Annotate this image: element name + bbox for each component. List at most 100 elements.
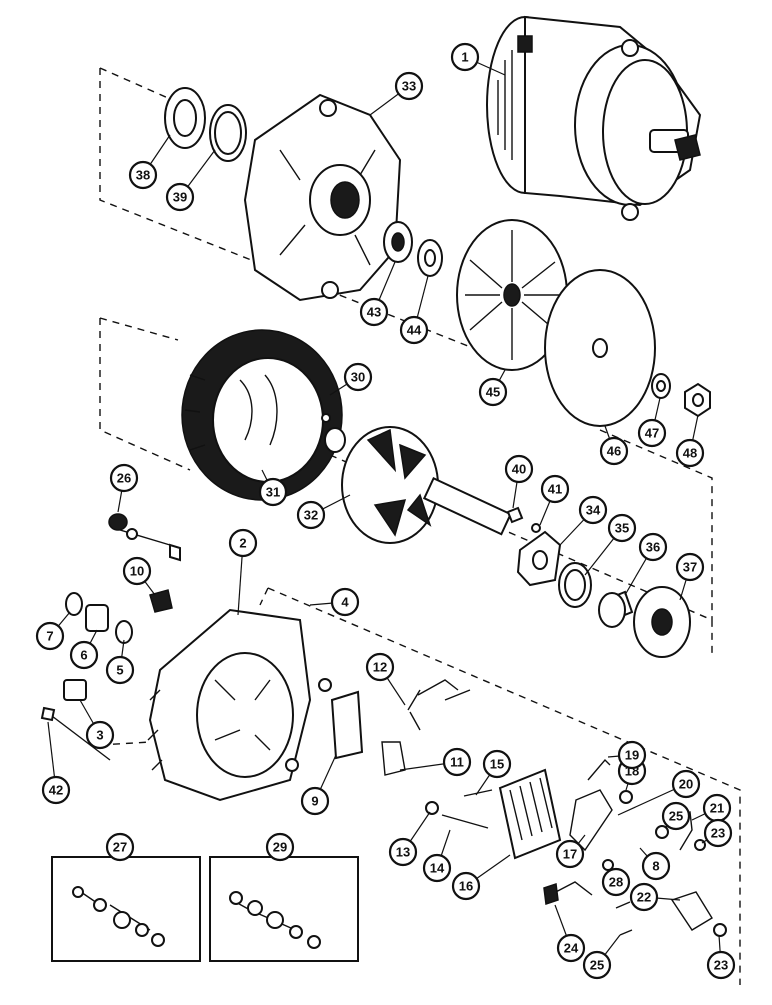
callout-circle [394, 71, 424, 101]
callout-circle [109, 463, 139, 493]
callout-number: 40 [512, 462, 526, 477]
callout-c1: 1 [450, 42, 480, 72]
callout-c23b: 23 [706, 950, 736, 980]
callout-c3: 3 [85, 720, 115, 750]
callout-circle [638, 532, 668, 562]
callout-circle [675, 552, 705, 582]
callout-c13: 13 [388, 837, 418, 867]
callout-c12: 12 [365, 652, 395, 682]
terminal-and-hardware [40, 513, 181, 761]
callout-c20: 20 [671, 769, 701, 799]
callout-number: 44 [407, 323, 422, 338]
callout-number: 26 [117, 471, 131, 486]
callout-number: 2 [239, 536, 246, 551]
callout-c28: 28 [601, 867, 631, 897]
callout-circle [601, 867, 631, 897]
callout-circle [641, 851, 671, 881]
callout-number: 43 [367, 305, 381, 320]
callout-c40: 40 [504, 454, 534, 484]
callout-number: 24 [564, 941, 579, 956]
callout-number: 12 [373, 660, 387, 675]
callout-c22: 22 [629, 882, 659, 912]
callout-circle [258, 477, 288, 507]
callout-c11: 11 [442, 747, 472, 777]
callout-circle [41, 775, 71, 805]
callout-c19: 19 [617, 740, 647, 770]
callout-number: 8 [652, 859, 659, 874]
callout-number: 23 [711, 826, 725, 841]
callout-c48: 48 [675, 438, 705, 468]
callout-number: 1 [461, 50, 468, 65]
callout-c42: 42 [41, 775, 71, 805]
callout-number: 10 [130, 564, 144, 579]
callout-number: 20 [679, 777, 693, 792]
seal-rings [164, 87, 247, 162]
callout-number: 3 [96, 728, 103, 743]
callout-number: 46 [607, 444, 621, 459]
callout-c17: 17 [555, 839, 585, 869]
callout-circle [365, 652, 395, 682]
callout-c15: 15 [482, 749, 512, 779]
callout-circle [675, 438, 705, 468]
callout-c8: 8 [641, 851, 671, 881]
callout-number: 22 [637, 890, 651, 905]
bearing-and-washer [383, 221, 443, 277]
callout-c32: 32 [296, 500, 326, 530]
callout-circle [422, 853, 452, 883]
callout-c47: 47 [637, 418, 667, 448]
callout-number: 32 [304, 508, 318, 523]
callout-number: 11 [450, 755, 464, 770]
callout-circle [35, 621, 65, 651]
rear-housing-group-outline [99, 587, 741, 985]
callout-number: 7 [46, 629, 53, 644]
callout-circle [478, 377, 508, 407]
callout-number: 14 [430, 861, 445, 876]
callout-circle [637, 418, 667, 448]
callout-number: 23 [714, 958, 728, 973]
callout-number: 9 [311, 794, 318, 809]
callout-c38: 38 [128, 160, 158, 190]
rotor-stator-group-outline [99, 317, 713, 655]
callout-circle [228, 528, 258, 558]
callout-circle [661, 801, 691, 831]
callout-number: 27 [113, 840, 127, 855]
callout-circle [128, 160, 158, 190]
callout-circle [165, 182, 195, 212]
callout-circle [450, 42, 480, 72]
callout-circle [399, 315, 429, 345]
callout-circle [105, 832, 135, 862]
callout-c6: 6 [69, 640, 99, 670]
callout-circle [343, 362, 373, 392]
callout-number: 35 [615, 521, 629, 536]
callout-c4: 4 [330, 587, 360, 617]
callout-number: 13 [396, 845, 410, 860]
callout-number: 28 [609, 875, 623, 890]
callout-c26: 26 [109, 463, 139, 493]
callout-circle [671, 769, 701, 799]
callout-number: 21 [710, 801, 724, 816]
stator-assembly [181, 329, 343, 501]
callout-c39: 39 [165, 182, 195, 212]
callout-number: 48 [683, 446, 697, 461]
callout-c10: 10 [122, 556, 152, 586]
callout-number: 4 [341, 595, 349, 610]
callout-circle [388, 837, 418, 867]
callout-number: 5 [116, 663, 123, 678]
callout-c43: 43 [359, 297, 389, 327]
callout-c25a: 25 [661, 801, 691, 831]
callout-c24: 24 [556, 933, 586, 963]
callout-c41: 41 [540, 474, 570, 504]
callout-circle [629, 882, 659, 912]
callout-c23a: 23 [703, 818, 733, 848]
callout-number: 25 [590, 958, 604, 973]
callout-c9: 9 [300, 786, 330, 816]
callout-number: 6 [80, 648, 87, 663]
callout-c21: 21 [702, 793, 732, 823]
callout-layer: 1234567891011121314151617181920212223232… [35, 42, 736, 980]
callout-c35: 35 [607, 513, 637, 543]
callout-number: 38 [136, 168, 150, 183]
callout-number: 39 [173, 190, 187, 205]
callout-c46: 46 [599, 436, 629, 466]
callout-circle [578, 495, 608, 525]
callout-circle [69, 640, 99, 670]
